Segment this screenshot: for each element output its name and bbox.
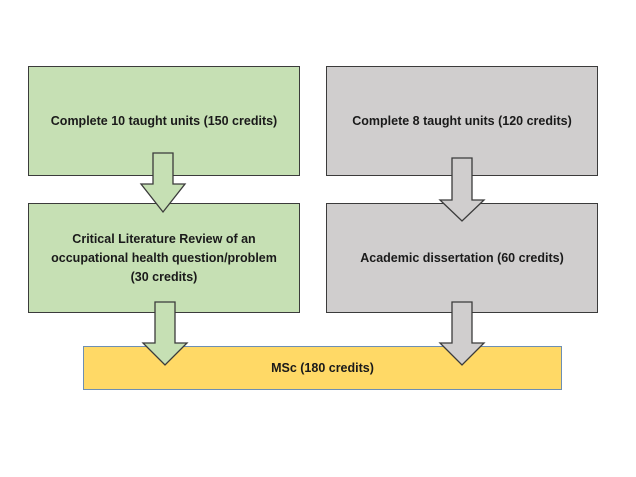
taught-units-150-label: Complete 10 taught units (150 credits) [50,113,278,128]
msc-box: MSc (180 credits) [83,346,562,390]
literature-review-label: Critical Literature Review of an occupat… [51,231,277,284]
taught-units-120-label: Complete 8 taught units (120 credits) [352,113,572,128]
dissertation-label: Academic dissertation (60 credits) [360,250,564,265]
literature-review-box: Critical Literature Review of an occupat… [28,203,300,313]
dissertation-box: Academic dissertation (60 credits) [326,203,598,313]
msc-label: MSc (180 credits) [271,360,374,375]
taught-units-120-box: Complete 8 taught units (120 credits) [326,66,598,176]
taught-units-150-box: Complete 10 taught units (150 credits) [28,66,300,176]
